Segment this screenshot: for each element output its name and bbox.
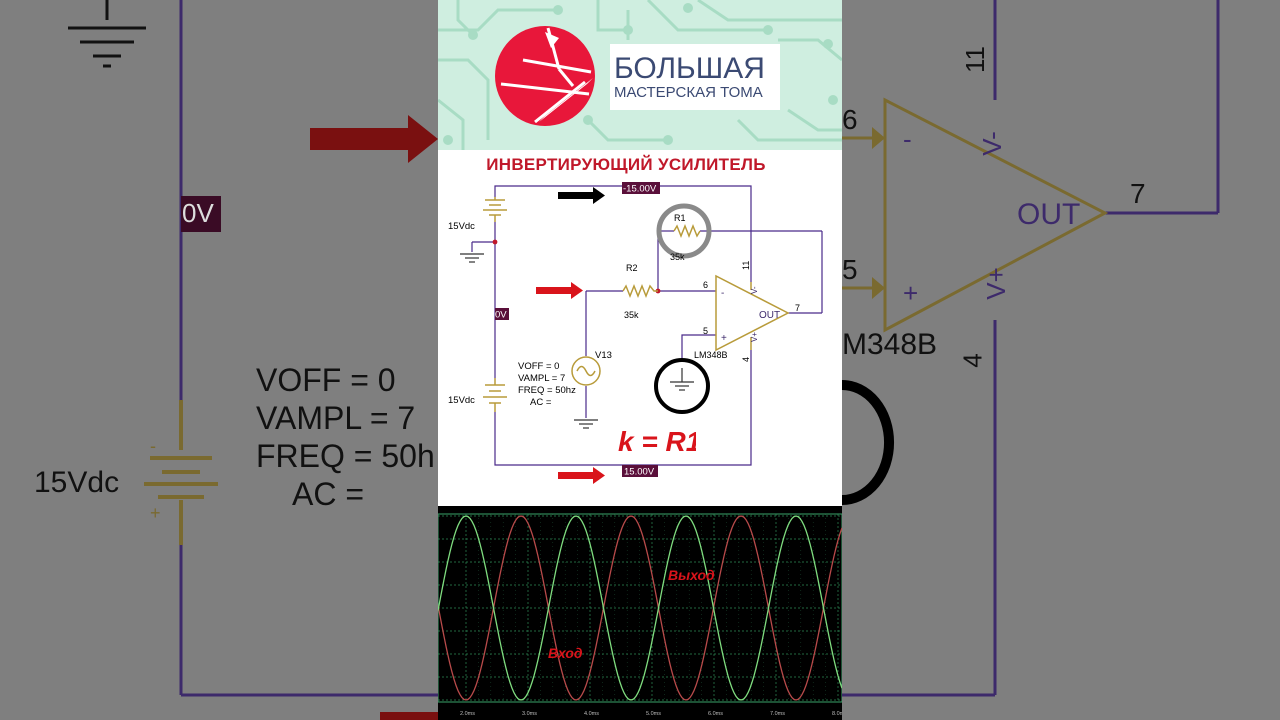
battery-bottom-label: 15Vdc xyxy=(448,395,475,406)
background-ground-icon xyxy=(68,0,146,68)
scope-tick-label: 6.0ms xyxy=(708,711,723,717)
center-panel: БОЛЬШАЯ МАСТЕРСКАЯ ТОМА ИНВЕРТИРУЮЩИЙ УС… xyxy=(438,0,842,720)
source-name: V13 xyxy=(595,350,612,361)
pin5-label: 5 xyxy=(703,326,708,336)
scope-time-ticks: 2.0ms 3.0ms 4.0ms 5.0ms 6.0ms 7.0ms 8.0ms xyxy=(460,711,842,717)
ground-icon xyxy=(460,253,598,429)
scope-tick-label: 4.0ms xyxy=(584,711,599,717)
formula-mask xyxy=(696,420,746,464)
background-battery-icon xyxy=(144,400,218,545)
ac-source-icon xyxy=(571,356,601,386)
page-title: ИНВЕРТИРУЮЩИЙ УСИЛИТЕЛЬ xyxy=(486,155,766,174)
red-arrow-icon xyxy=(536,282,583,299)
background-ac: AC = xyxy=(292,476,365,512)
background-model: M348B xyxy=(842,328,938,361)
brand-name-line2: МАСТЕРСКАЯ ТОМА xyxy=(614,84,763,101)
opamp-vplus: V+ xyxy=(750,332,759,342)
background-opamp-plus: + xyxy=(903,278,919,308)
brand-name-line1: БОЛЬШАЯ xyxy=(614,52,765,85)
opamp-model: LM348B xyxy=(694,350,728,360)
background-opamp-minus: - xyxy=(903,124,912,154)
pin11-label: 11 xyxy=(741,261,751,270)
r2-value: 35k xyxy=(624,310,639,320)
opamp-icon xyxy=(715,274,790,352)
scope-grid xyxy=(438,513,842,703)
background-pin7: 7 xyxy=(1130,178,1146,209)
mid-voltage-bg xyxy=(495,308,509,320)
background-battery-label: 15Vdc xyxy=(34,466,120,499)
battery-top-label: 15Vdc xyxy=(448,221,475,232)
opamp-minus-sign: - xyxy=(721,288,724,299)
background-vminus: V- xyxy=(976,131,1007,156)
background-opamp-icon xyxy=(883,97,1109,333)
opamp-plus-sign: + xyxy=(721,333,727,344)
battery-top-icon xyxy=(483,197,507,222)
background-pin5: 5 xyxy=(842,254,858,285)
background-battery-minus: - xyxy=(150,436,156,456)
source-ac: AC = xyxy=(530,397,552,408)
background-vampl: VAMPL = 7 xyxy=(256,400,416,436)
pin6-label: 6 xyxy=(703,280,708,290)
battery-bottom-icon xyxy=(483,378,507,412)
junction-dot xyxy=(492,239,498,245)
scope-tick-label: 5.0ms xyxy=(646,711,661,717)
red-arrow-bottom-icon xyxy=(558,467,605,484)
circuit-diagram: -15.00V 15.00V 0V 15Vdc 15Vdc R1 35k R2 … xyxy=(448,182,823,484)
scope-tick-label: 2.0ms xyxy=(460,711,475,717)
black-arrow-icon xyxy=(558,187,605,204)
source-freq: FREQ = 50hz xyxy=(518,385,576,396)
pin4-label: 4 xyxy=(741,357,751,362)
brand-logo-icon xyxy=(495,26,595,126)
background-battery-plus: + xyxy=(150,503,161,523)
output-trace-label: Выход xyxy=(668,567,715,583)
opamp-out-label: OUT xyxy=(759,310,780,321)
scope-tick-label: 7.0ms xyxy=(770,711,785,717)
resistor-r1-icon xyxy=(673,223,701,239)
background-freq: FREQ = 50h xyxy=(256,438,435,474)
background-pin11: 11 xyxy=(960,46,990,73)
r1-highlight-circle xyxy=(656,203,712,259)
opamp-vminus: V- xyxy=(750,286,759,294)
r2-name: R2 xyxy=(626,263,638,273)
input-waveform-trace xyxy=(438,515,842,701)
background-red-arrow xyxy=(310,115,438,163)
background-voltage-label: 0V xyxy=(182,198,214,228)
background-pin4: 4 xyxy=(957,353,988,368)
background-pin6: 6 xyxy=(842,104,858,135)
mid-voltage-label: 0V xyxy=(495,310,507,321)
scope-border xyxy=(438,513,842,703)
background-vplus: V+ xyxy=(980,267,1011,300)
circuit-board-pattern xyxy=(438,0,842,150)
neg-voltage-label: -15.00V xyxy=(623,184,657,195)
neg-voltage-bg xyxy=(622,182,660,194)
scope-tick-label: 8.0ms xyxy=(832,711,842,717)
brand-header: БОЛЬШАЯ МАСТЕРСКАЯ ТОМА xyxy=(438,0,842,150)
pos-voltage-bg xyxy=(622,465,658,477)
ground-highlight-icon xyxy=(654,358,710,414)
oscilloscope-panel: 2.0ms 3.0ms 4.0ms 5.0ms 6.0ms 7.0ms 8.0ms Выхо… xyxy=(438,506,842,720)
pos-voltage-label: 15.00V xyxy=(624,467,655,478)
background-out: OUT xyxy=(1017,198,1081,231)
brand-text-box xyxy=(610,44,780,110)
background-voff: VOFF = 0 xyxy=(256,362,396,398)
r1-value: 35k xyxy=(670,252,685,262)
source-voff: VOFF = 0 xyxy=(518,361,559,372)
pin7-label: 7 xyxy=(795,303,800,313)
input-trace-label: Вход xyxy=(548,645,583,661)
r1-name: R1 xyxy=(674,213,686,223)
scope-tick-label: 3.0ms xyxy=(522,711,537,717)
resistor-r2-icon xyxy=(622,283,658,299)
oscilloscope-plot: 2.0ms 3.0ms 4.0ms 5.0ms 6.0ms 7.0ms 8.0ms Выхо… xyxy=(438,513,842,717)
output-waveform-trace xyxy=(438,515,842,701)
source-vampl: VAMPL = 7 xyxy=(518,373,565,384)
